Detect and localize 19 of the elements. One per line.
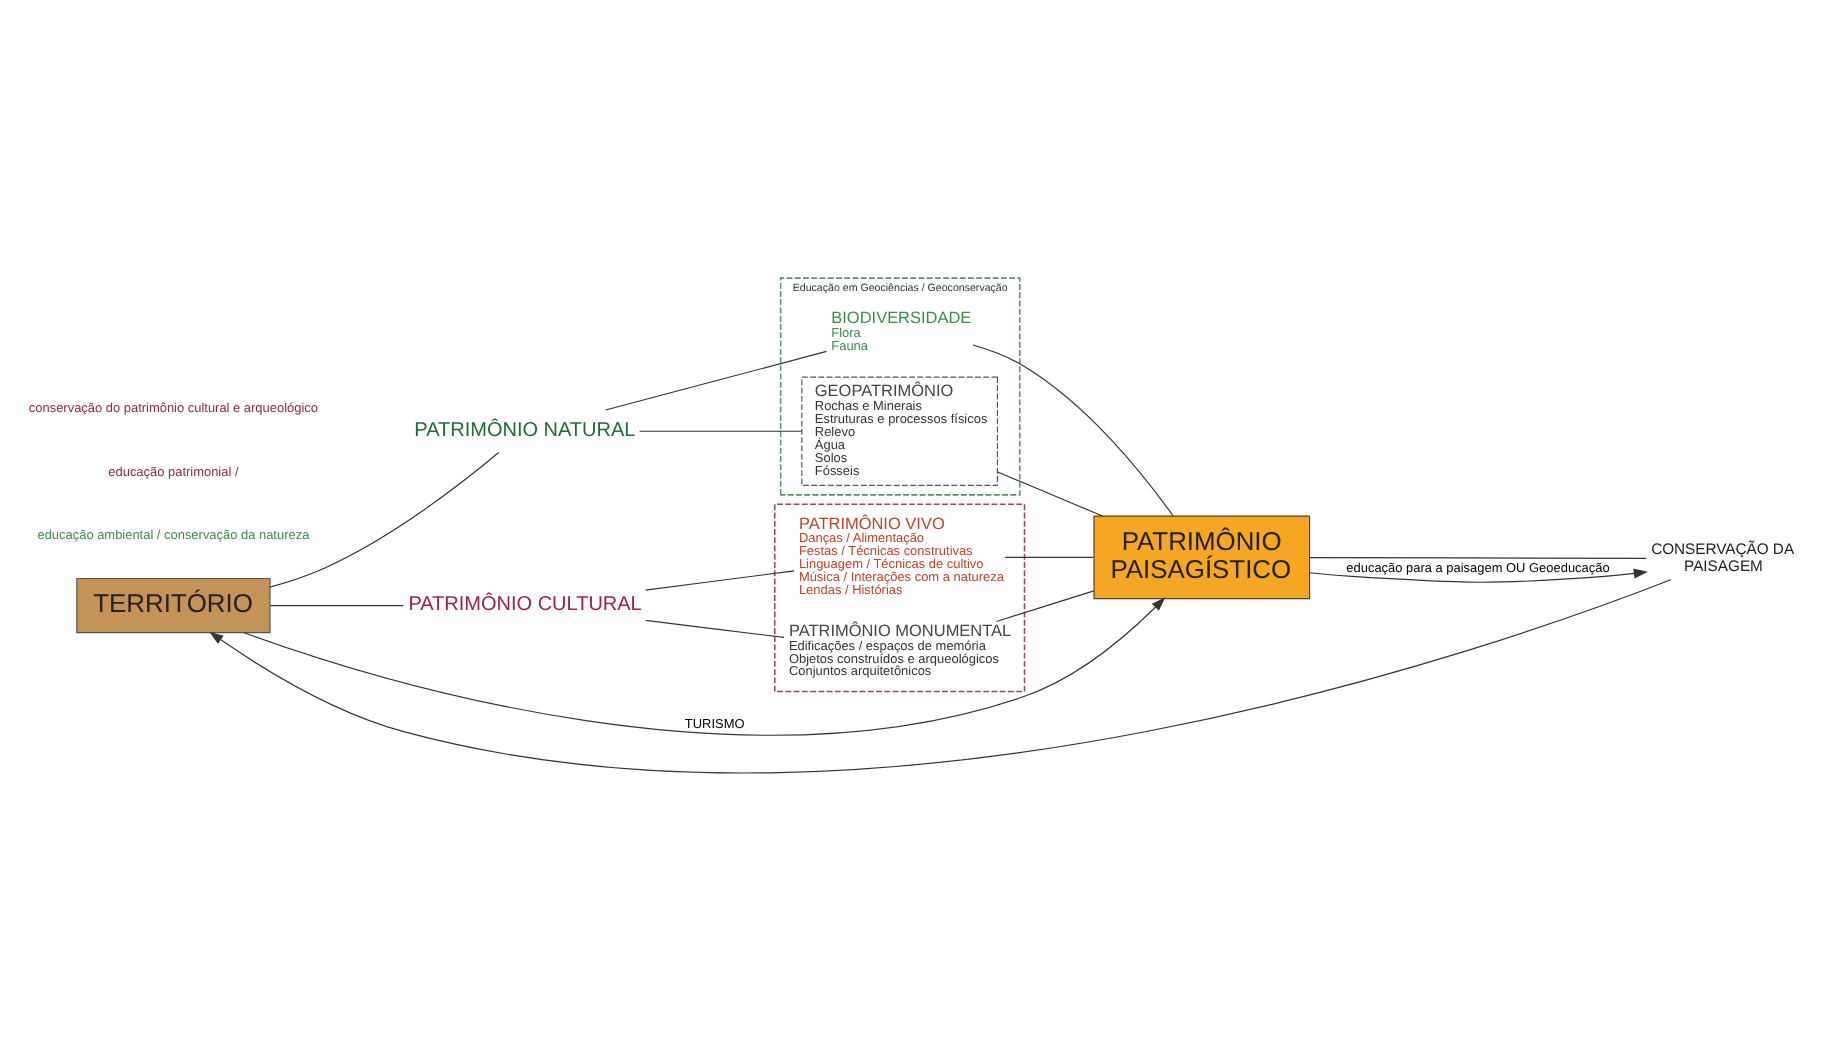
arrow: [243, 597, 1166, 736]
connector: [645, 619, 785, 639]
connector: [269, 451, 500, 588]
connector: [997, 471, 1104, 517]
cluster: [774, 503, 1026, 693]
connector: [645, 570, 795, 591]
connector: [1309, 556, 1647, 559]
arrow: [1309, 568, 1648, 583]
node-text: PATRIMÔNIO NATURAL: [414, 420, 636, 443]
connector: [995, 590, 1095, 623]
connector: [1004, 556, 1095, 558]
node-text: PATRIMÔNIO CULTURAL: [408, 594, 642, 617]
connector: [638, 430, 803, 432]
connector: [972, 344, 1174, 517]
arrow: [209, 579, 1672, 774]
connector: [605, 350, 828, 411]
connector: [269, 605, 405, 607]
node-box: TERRITÓRIO: [76, 577, 271, 634]
node-box: PATRIMÔNIO PAISAGÍSTICO: [1093, 515, 1311, 600]
